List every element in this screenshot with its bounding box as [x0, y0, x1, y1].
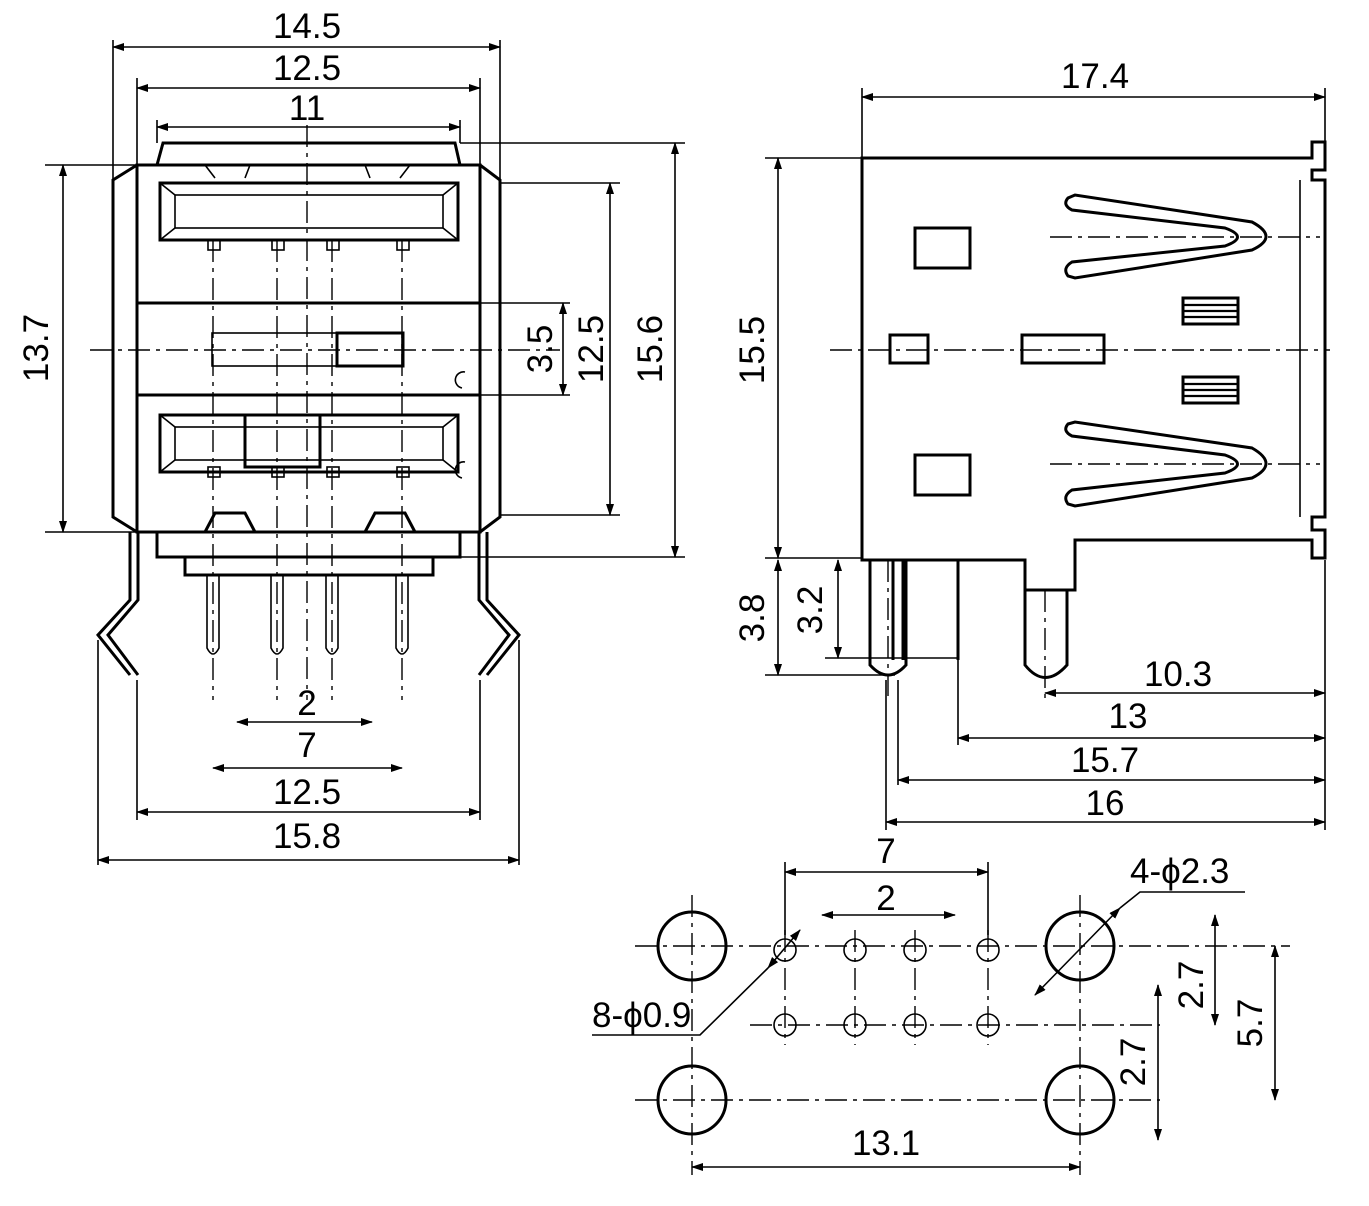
dim-2: 2 — [297, 684, 316, 723]
pcb-large-holes: 4-ϕ2.3 — [1130, 852, 1229, 891]
dim-17-4: 17.4 — [1061, 57, 1129, 96]
dim-12-5-top: 12.5 — [273, 49, 341, 88]
pcb-dim-7: 7 — [876, 832, 895, 871]
front-view — [90, 125, 560, 700]
dim-14-5: 14.5 — [273, 7, 341, 46]
dim-10-3: 10.3 — [1144, 655, 1212, 694]
pcb-dim-2: 2 — [876, 879, 895, 918]
dim-15-7: 15.7 — [1071, 741, 1139, 780]
side-view — [830, 140, 1330, 700]
dim-3-2: 3.2 — [791, 586, 830, 635]
dim-3-8: 3.8 — [733, 594, 772, 643]
dim-13: 13 — [1109, 697, 1148, 736]
dim-15-8: 15.8 — [273, 817, 341, 856]
dim-7: 7 — [297, 726, 316, 765]
pcb-small-holes: 8-ϕ0.9 — [592, 996, 691, 1035]
pcb-dim-2-7-upper: 2.7 — [1172, 961, 1211, 1010]
dim-15-5: 15.5 — [733, 316, 772, 384]
pcb-dim-5-7: 5.7 — [1231, 999, 1270, 1048]
dim-15-6: 15.6 — [631, 315, 670, 383]
dim-12-5-bottom: 12.5 — [273, 773, 341, 812]
pcb-footprint — [592, 891, 1290, 1175]
dim-16: 16 — [1086, 784, 1125, 823]
dim-11: 11 — [289, 89, 325, 128]
dim-13-7: 13.7 — [17, 314, 56, 382]
dim-3-5: 3.5 — [521, 325, 560, 374]
pcb-dimensions: 7 2 4-ϕ2.3 8-ϕ0.9 2.7 5.7 2.7 13.1 — [592, 832, 1279, 1171]
side-dimensions: 17.4 15.5 3.8 3.2 10.3 13 15.7 16 — [733, 57, 1326, 830]
pcb-dim-2-7-lower: 2.7 — [1114, 1038, 1153, 1087]
front-dimensions: 14.5 12.5 11 13.7 3.5 12.5 15.6 2 7 12.5 — [17, 7, 685, 865]
dim-12-5-right: 12.5 — [572, 315, 611, 383]
pcb-dim-13-1: 13.1 — [852, 1124, 920, 1163]
